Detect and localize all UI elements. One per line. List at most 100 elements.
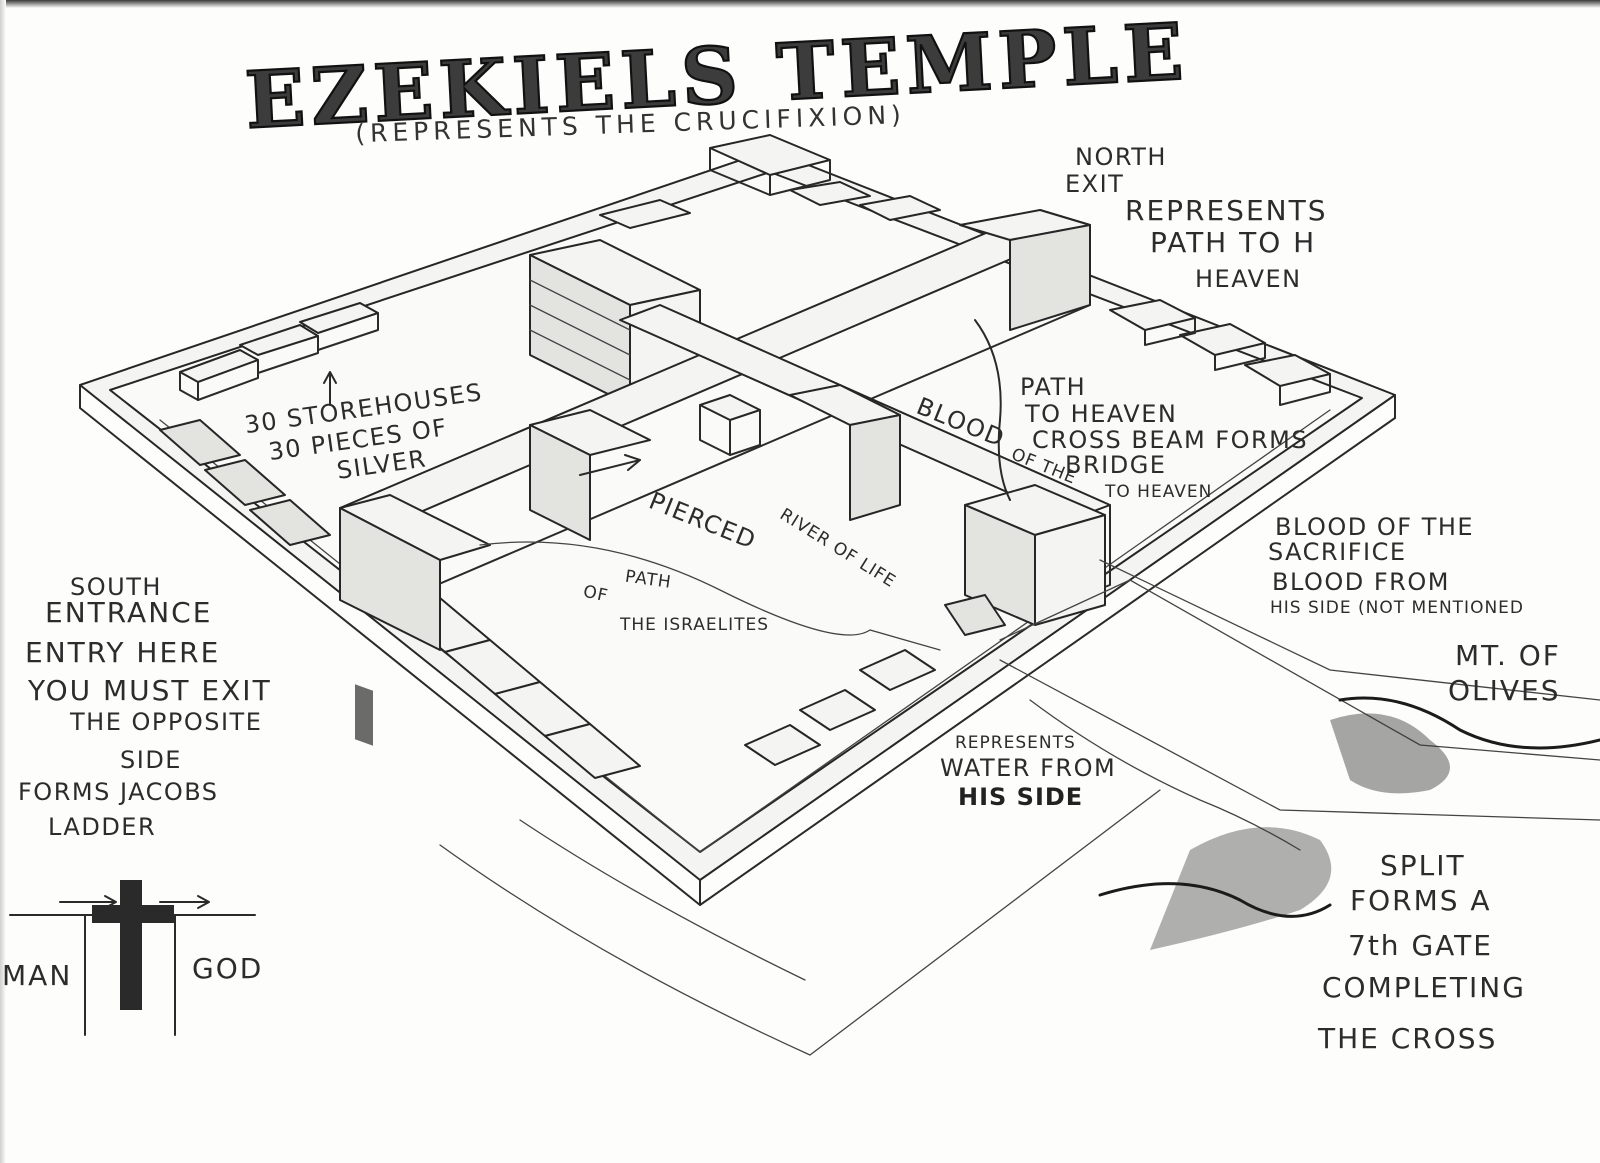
path-heaven-line: CROSS BEAM FORMS	[1032, 426, 1308, 454]
storehouse-face	[257, 335, 319, 374]
inner-gate	[529, 424, 591, 541]
river-east-channel-3	[1099, 559, 1600, 701]
east-step	[944, 594, 1006, 636]
temple-floor-line	[529, 279, 631, 331]
north-note: NORTH EXIT REPRESENTS PATH TO H HEAVEN	[1065, 143, 1327, 293]
storehouse	[544, 723, 641, 779]
sacrifice-line: BLOOD OF THE	[1275, 513, 1474, 541]
split-line: COMPLETING	[1322, 971, 1526, 1004]
temple-floor-line	[529, 329, 631, 381]
storehouse-face	[317, 312, 379, 351]
arrow-head	[104, 895, 117, 909]
storehouse	[159, 419, 241, 466]
north-gatehouse-face	[769, 159, 831, 196]
outer-wall-front-left-face	[79, 384, 701, 906]
split-note: SPLIT FORMS A 7th GATE COMPLETING THE CR…	[1317, 849, 1526, 1055]
wall-inner-line-se	[699, 409, 1331, 853]
south-note-line: ENTRANCE	[45, 596, 212, 629]
olives-note: MT. OF OLIVES	[1448, 639, 1561, 707]
storehouse-face	[1279, 373, 1331, 406]
north-note-line: REPRESENTS	[1125, 194, 1327, 227]
altar-face	[729, 409, 761, 456]
legend-god: GOD	[192, 952, 263, 985]
outer-ground-line	[519, 819, 806, 981]
storehouses	[159, 181, 1331, 779]
cross-icon-post	[120, 880, 142, 1010]
south-note-line: SIDE	[120, 746, 182, 774]
temple-floor-line	[529, 304, 631, 356]
mt-of-olives-shading	[1150, 827, 1332, 950]
water-line: REPRESENTS	[955, 733, 1076, 753]
arrow-head	[323, 371, 337, 384]
south-note-line: THE OPPOSITE	[69, 708, 262, 736]
water-line: HIS SIDE	[958, 783, 1083, 811]
split-line: FORMS A	[1350, 884, 1492, 917]
outer-wall-front-right-face	[699, 394, 1396, 906]
path-heaven-note: PATH TO HEAVEN CROSS BEAM FORMS BRIDGE T…	[1020, 373, 1308, 502]
split-line: THE CROSS	[1317, 1022, 1497, 1055]
title-block: EZEKIELS TEMPLE (REPRESENTS THE CRUCIFIX…	[242, 5, 1192, 148]
storehouse	[799, 689, 876, 731]
man-god-legend: MAN GOD	[2, 880, 263, 1036]
water-stream	[1029, 699, 1301, 851]
south-note-line: LADDER	[48, 813, 156, 841]
paper-left-edge	[0, 0, 6, 1163]
river-east-channel-1	[999, 579, 1600, 761]
sacrifice-line: SACRIFICE	[1268, 538, 1407, 566]
storehouse	[789, 181, 871, 206]
storehouse	[599, 199, 691, 229]
south-gate-doorway	[355, 684, 373, 746]
storehouse	[204, 459, 286, 506]
olives-line: MT. OF	[1455, 639, 1561, 672]
altar-face	[699, 404, 731, 456]
storehouse	[859, 649, 936, 691]
mt-of-olives-ridge	[1098, 882, 1332, 918]
storehouse-face	[1214, 342, 1266, 371]
arrow-head	[197, 895, 210, 909]
outer-ground-line	[439, 789, 1161, 1056]
israelites-line: THE ISRAELITES	[619, 615, 769, 635]
paths-and-river	[439, 319, 1600, 1056]
water-line: WATER FROM	[940, 754, 1116, 782]
south-note: SOUTH ENTRANCE ENTRY HERE YOU MUST EXIT …	[18, 573, 272, 841]
storehouse-face	[1144, 317, 1196, 346]
storehouse	[744, 724, 821, 766]
north-note-line: EXIT	[1065, 170, 1124, 198]
storehouse	[249, 499, 331, 546]
north-exit-gate-front	[1009, 224, 1091, 331]
path-heaven-line: PATH	[1020, 373, 1086, 401]
south-note-line: SOUTH	[70, 573, 162, 601]
split-line: 7th GATE	[1348, 929, 1493, 962]
river-east-channel-2	[999, 659, 1600, 821]
mt-of-olives-ridge	[1338, 696, 1600, 750]
legend-man: MAN	[2, 959, 72, 992]
paper-top-edge	[0, 0, 1600, 8]
south-gate-front	[339, 507, 441, 651]
mt-of-olives-shading	[1330, 713, 1450, 794]
temple-structures	[323, 134, 1111, 746]
path-heaven-line: TO HEAVEN	[1104, 482, 1212, 502]
storehouse-face	[179, 371, 199, 401]
cross-icon-beam	[92, 905, 174, 923]
inner-gate	[849, 414, 901, 521]
south-note-line: YOU MUST EXIT	[27, 674, 272, 707]
north-note-line: NORTH	[1075, 143, 1167, 171]
path-to-heaven	[974, 319, 1011, 501]
east-gate-side	[1034, 514, 1106, 626]
arrow-line	[579, 459, 641, 476]
sacrifice-line: BLOOD FROM	[1272, 568, 1450, 596]
olives-line: OLIVES	[1448, 674, 1561, 707]
sacrifice-line: HIS SIDE (NOT MENTIONED	[1270, 598, 1524, 618]
south-note-line: ENTRY HERE	[25, 636, 220, 669]
north-note-line: PATH TO H	[1150, 226, 1316, 259]
arrow-head	[624, 454, 641, 471]
river-of-life	[479, 541, 941, 651]
split-line: SPLIT	[1380, 849, 1466, 882]
path-heaven-line: BRIDGE	[1065, 451, 1166, 479]
storehouse	[859, 195, 941, 221]
blood-sacrifice-note: BLOOD OF THE SACRIFICE BLOOD FROM HIS SI…	[1268, 513, 1524, 618]
path-heaven-line: TO HEAVEN	[1024, 400, 1177, 428]
south-note-line: FORMS JACOBS	[18, 778, 219, 806]
north-note-line: HEAVEN	[1195, 265, 1302, 293]
